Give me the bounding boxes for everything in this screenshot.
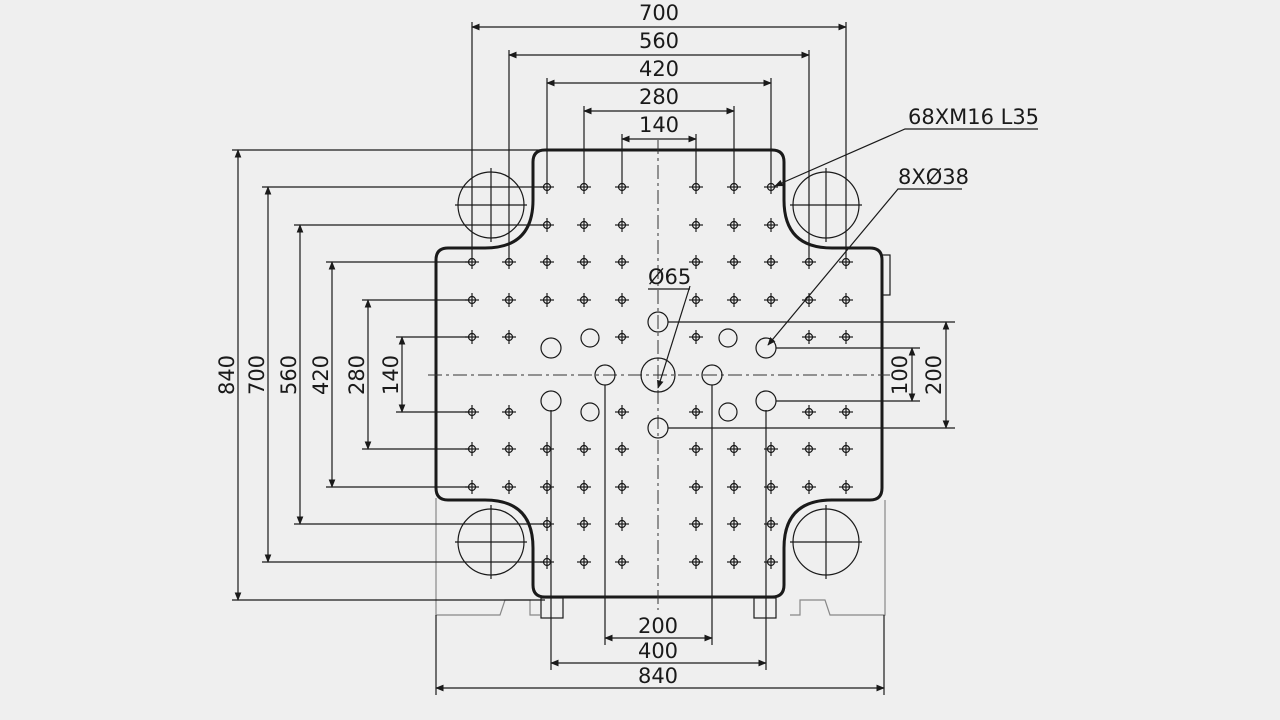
dim-height-100: 100: [888, 355, 912, 395]
dim-bottom-200: 200: [638, 614, 678, 638]
tie-bar-bottom-right: [790, 505, 862, 579]
dim-width-420: 420: [639, 57, 679, 81]
dim-height-200: 200: [922, 355, 946, 395]
tie-bar-top-left: [455, 168, 527, 242]
hole-38: [755, 337, 777, 359]
dim-width-560: 560: [639, 29, 679, 53]
top-dimension-labels: 700 560 420 280 140: [639, 1, 679, 137]
hole-small: [718, 328, 738, 348]
dim-height-140: 140: [379, 355, 403, 395]
hole-small: [580, 328, 600, 348]
callout-thread-holes: 68XM16 L35: [908, 105, 1039, 129]
leader-lines: [648, 128, 1038, 389]
hole-38: [755, 390, 777, 412]
mount-foot-right: [753, 597, 777, 619]
callout-center-hole: Ø65: [648, 265, 691, 289]
tie-bar-top-right: [790, 168, 862, 242]
dim-height-280: 280: [345, 355, 369, 395]
dim-height-560: 560: [277, 355, 301, 395]
dim-bottom-400: 400: [638, 639, 678, 663]
hole-small: [580, 402, 600, 422]
dim-width-700: 700: [639, 1, 679, 25]
callout-labels: 68XM16 L35 8XØ38 Ø65: [648, 105, 1039, 289]
dim-bottom-840: 840: [638, 664, 678, 688]
mount-foot-left: [540, 597, 564, 619]
bottom-dimension-labels: 200 400 840: [638, 614, 678, 688]
right-dimension-labels: 100 200: [888, 355, 946, 395]
dim-height-840: 840: [215, 355, 239, 395]
extension-lines: [232, 22, 955, 695]
left-dimension-labels: 840 700 560 420 280 140: [215, 355, 403, 395]
hole-small: [718, 402, 738, 422]
platen-outline: [434, 148, 884, 599]
hole-38: [540, 390, 562, 412]
tie-bar-bottom-left: [455, 505, 527, 579]
hole-38: [540, 337, 562, 359]
dim-height-420: 420: [309, 355, 333, 395]
dim-width-140: 140: [639, 113, 679, 137]
dimension-lines: [234, 23, 950, 692]
dim-height-700: 700: [245, 355, 269, 395]
large-holes: [540, 311, 777, 439]
dim-width-280: 280: [639, 85, 679, 109]
tie-bars: [455, 168, 862, 579]
center-hole-65: [640, 357, 676, 393]
callout-38-holes: 8XØ38: [898, 165, 969, 189]
